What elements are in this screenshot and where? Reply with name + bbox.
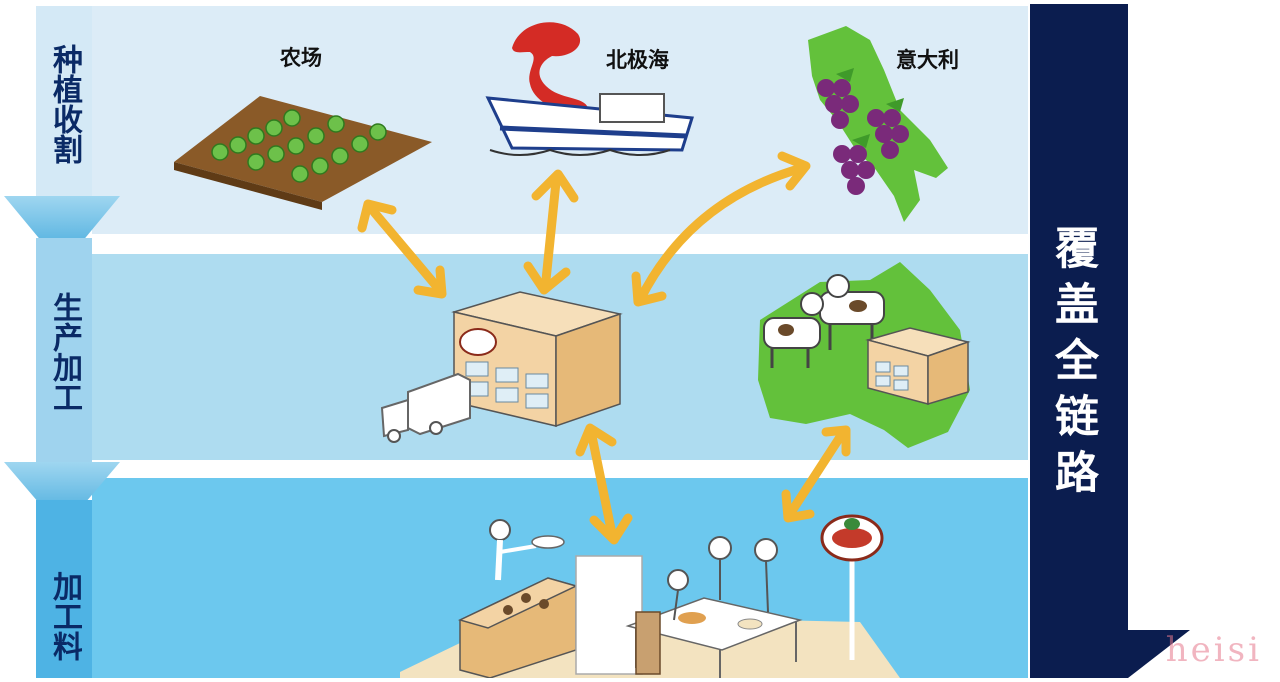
cattle-illustration [763,274,885,368]
brand-sign-illustration [820,514,884,660]
shrimp-illustration [512,22,588,112]
kitchen-counter-illustration [457,555,643,679]
double-arrow-italy-factory [631,151,811,307]
stage-arrow-1 [4,196,120,266]
stage-label-processing: 生产加工 [47,292,82,412]
band-separator-1 [92,234,1028,254]
side-bar [1030,4,1128,634]
stage-label-planting: 种植收割 [47,44,82,164]
diner-figures-illustration [667,536,778,621]
farm-field-illustration [174,96,432,210]
stage-label-materials: 加工料 [47,571,82,661]
italy-map-illustration [808,26,948,222]
band-separator-2 [92,460,1028,478]
fishing-boat-illustration [485,93,694,156]
side-bar-arrow [1128,630,1190,678]
stage-column-1 [36,6,92,202]
dining-table-illustration [625,597,803,678]
side-bar-tail [1030,630,1128,678]
double-arrow-australia-restaurant [781,425,851,523]
chef-figure-illustration [489,519,565,581]
watermark-text: heisi [1165,630,1262,670]
stage-column-2 [36,238,92,462]
stage-arrow-2 [4,462,120,530]
place-label-farm: 农场 [280,46,322,70]
side-banner-text: 覆盖全链路 [1047,225,1098,505]
double-arrow-arctic-factory [523,169,579,295]
factory-building-illustration [451,291,623,428]
delivery-truck-illustration [380,372,471,443]
stage-column-3 [36,500,92,678]
double-arrow-factory-restaurant [575,423,633,545]
place-label-arctic: 北极海 [606,48,669,72]
double-arrow-farm-factory [357,199,447,299]
ranch-factory-illustration [865,327,971,406]
place-label-italy: 意大利 [896,48,959,72]
